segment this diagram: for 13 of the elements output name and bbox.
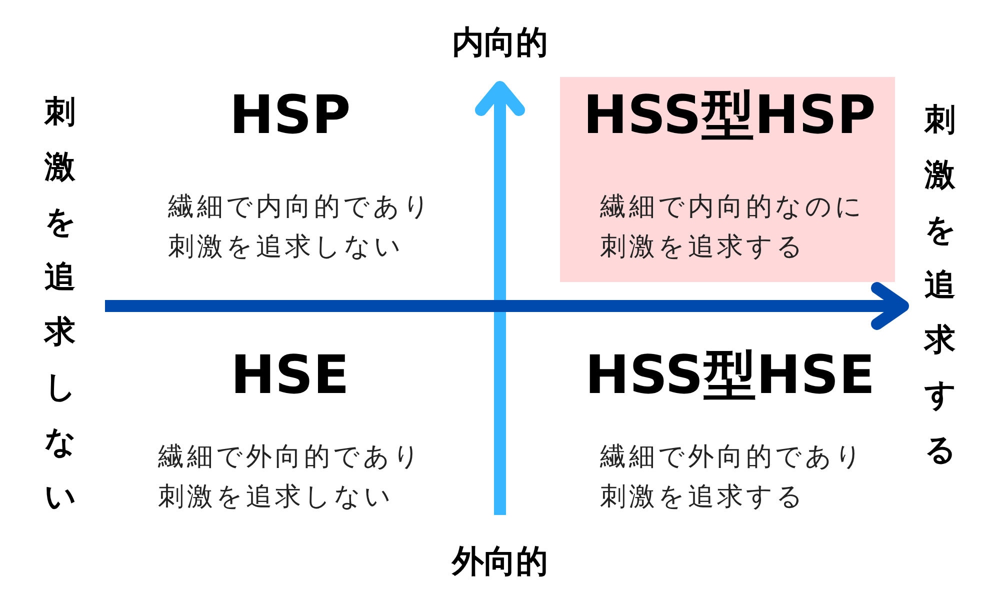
highlight-box (560, 77, 895, 282)
quadrant-heading: HSS型HSP (583, 86, 876, 147)
quadrant-heading: HSS型HSE (584, 346, 876, 407)
quadrant-heading: HSP (229, 86, 351, 147)
quadrant-description: 繊細で外向的であり刺激を追求する (600, 441, 866, 514)
quadrant-heading: HSE (230, 346, 350, 407)
quadrant-description: 繊細で外向的であり刺激を追求しない (158, 441, 424, 514)
quadrant-description: 繊細で内向的であり刺激を追求しない (168, 191, 434, 264)
quadrant-description: 繊細で内向的なのに刺激を追求する (600, 191, 866, 264)
axis-label: 刺激を追求する (924, 101, 956, 470)
axis-label: 内向的 (452, 24, 548, 61)
axis-label: 刺激を追求しない (44, 93, 76, 517)
axis-label: 外向的 (452, 543, 548, 580)
